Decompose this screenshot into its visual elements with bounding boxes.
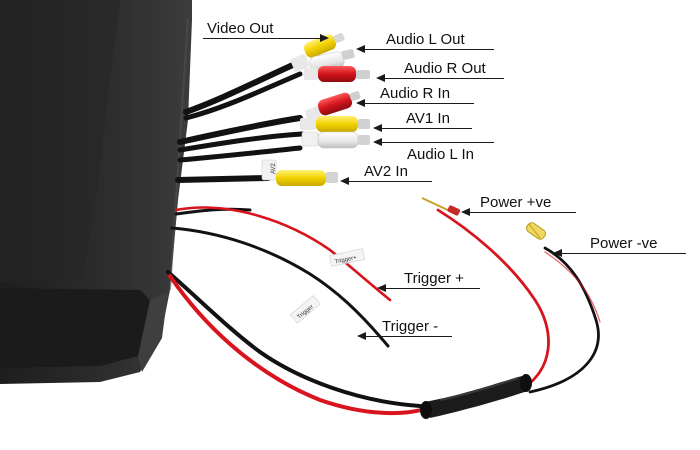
label-audio-r-out: Audio R Out: [404, 60, 486, 77]
arrow-trigger-neg: [357, 332, 366, 340]
leader-audio-r-in: [362, 103, 474, 104]
arrow-av2-in: [340, 177, 349, 185]
arrow-video-out: [320, 34, 329, 42]
av2-tag: AV2: [271, 162, 277, 174]
trigger-plus-tag-text: Trigger+: [334, 255, 358, 266]
av2-in-plug: AV2: [261, 159, 338, 186]
label-av1-in: AV1 In: [406, 110, 450, 127]
label-trigger-neg: Trigger -: [382, 318, 439, 335]
audio-r-out-plug: [304, 66, 370, 82]
arrow-power-pos: [461, 208, 470, 216]
audio-l-in-plug: [301, 131, 370, 149]
trigger-minus-tag: Trigger: [289, 295, 321, 324]
leader-video-out: [203, 38, 327, 39]
arrow-av1-in: [373, 124, 382, 132]
label-power-pos: Power +ve: [480, 194, 552, 211]
leader-audio-l-in: [380, 142, 494, 143]
av1-in-plug: [300, 116, 370, 132]
power-negative-terminal: [526, 222, 546, 240]
label-audio-r-in: Audio R In: [380, 85, 451, 102]
label-audio-l-out: Audio L Out: [386, 31, 465, 48]
leader-av1-in: [380, 128, 472, 129]
audio-r-in-plug: [305, 91, 361, 122]
red-wires: [168, 206, 601, 416]
arrow-audio-l-in: [373, 138, 382, 146]
arrow-trigger-pos: [377, 284, 386, 292]
leader-trigger-pos: [384, 288, 480, 289]
cable-bundle: [166, 61, 422, 408]
leader-audio-l-out: [362, 49, 494, 50]
leader-power-pos: [468, 212, 576, 213]
leader-audio-r-out: [384, 78, 504, 79]
leader-av2-in: [346, 181, 432, 182]
leader-power-neg: [560, 253, 686, 254]
label-video-out: Video Out: [207, 20, 274, 37]
label-trigger-pos: Trigger +: [404, 270, 464, 287]
power-positive-terminal: [421, 197, 461, 216]
arrow-audio-r-in: [356, 99, 365, 107]
label-av2-in: AV2 In: [364, 163, 408, 180]
arrow-power-neg: [553, 249, 562, 257]
label-power-neg: Power -ve: [590, 235, 658, 252]
fuse-holder: [420, 374, 532, 419]
arrow-audio-l-out: [356, 45, 365, 53]
leader-trigger-neg: [364, 336, 452, 337]
trigger-plus-tag: Trigger+: [328, 248, 366, 267]
arrow-audio-r-out: [376, 74, 385, 82]
monitor-body: [0, 0, 192, 384]
label-audio-l-in: Audio L In: [407, 146, 474, 163]
